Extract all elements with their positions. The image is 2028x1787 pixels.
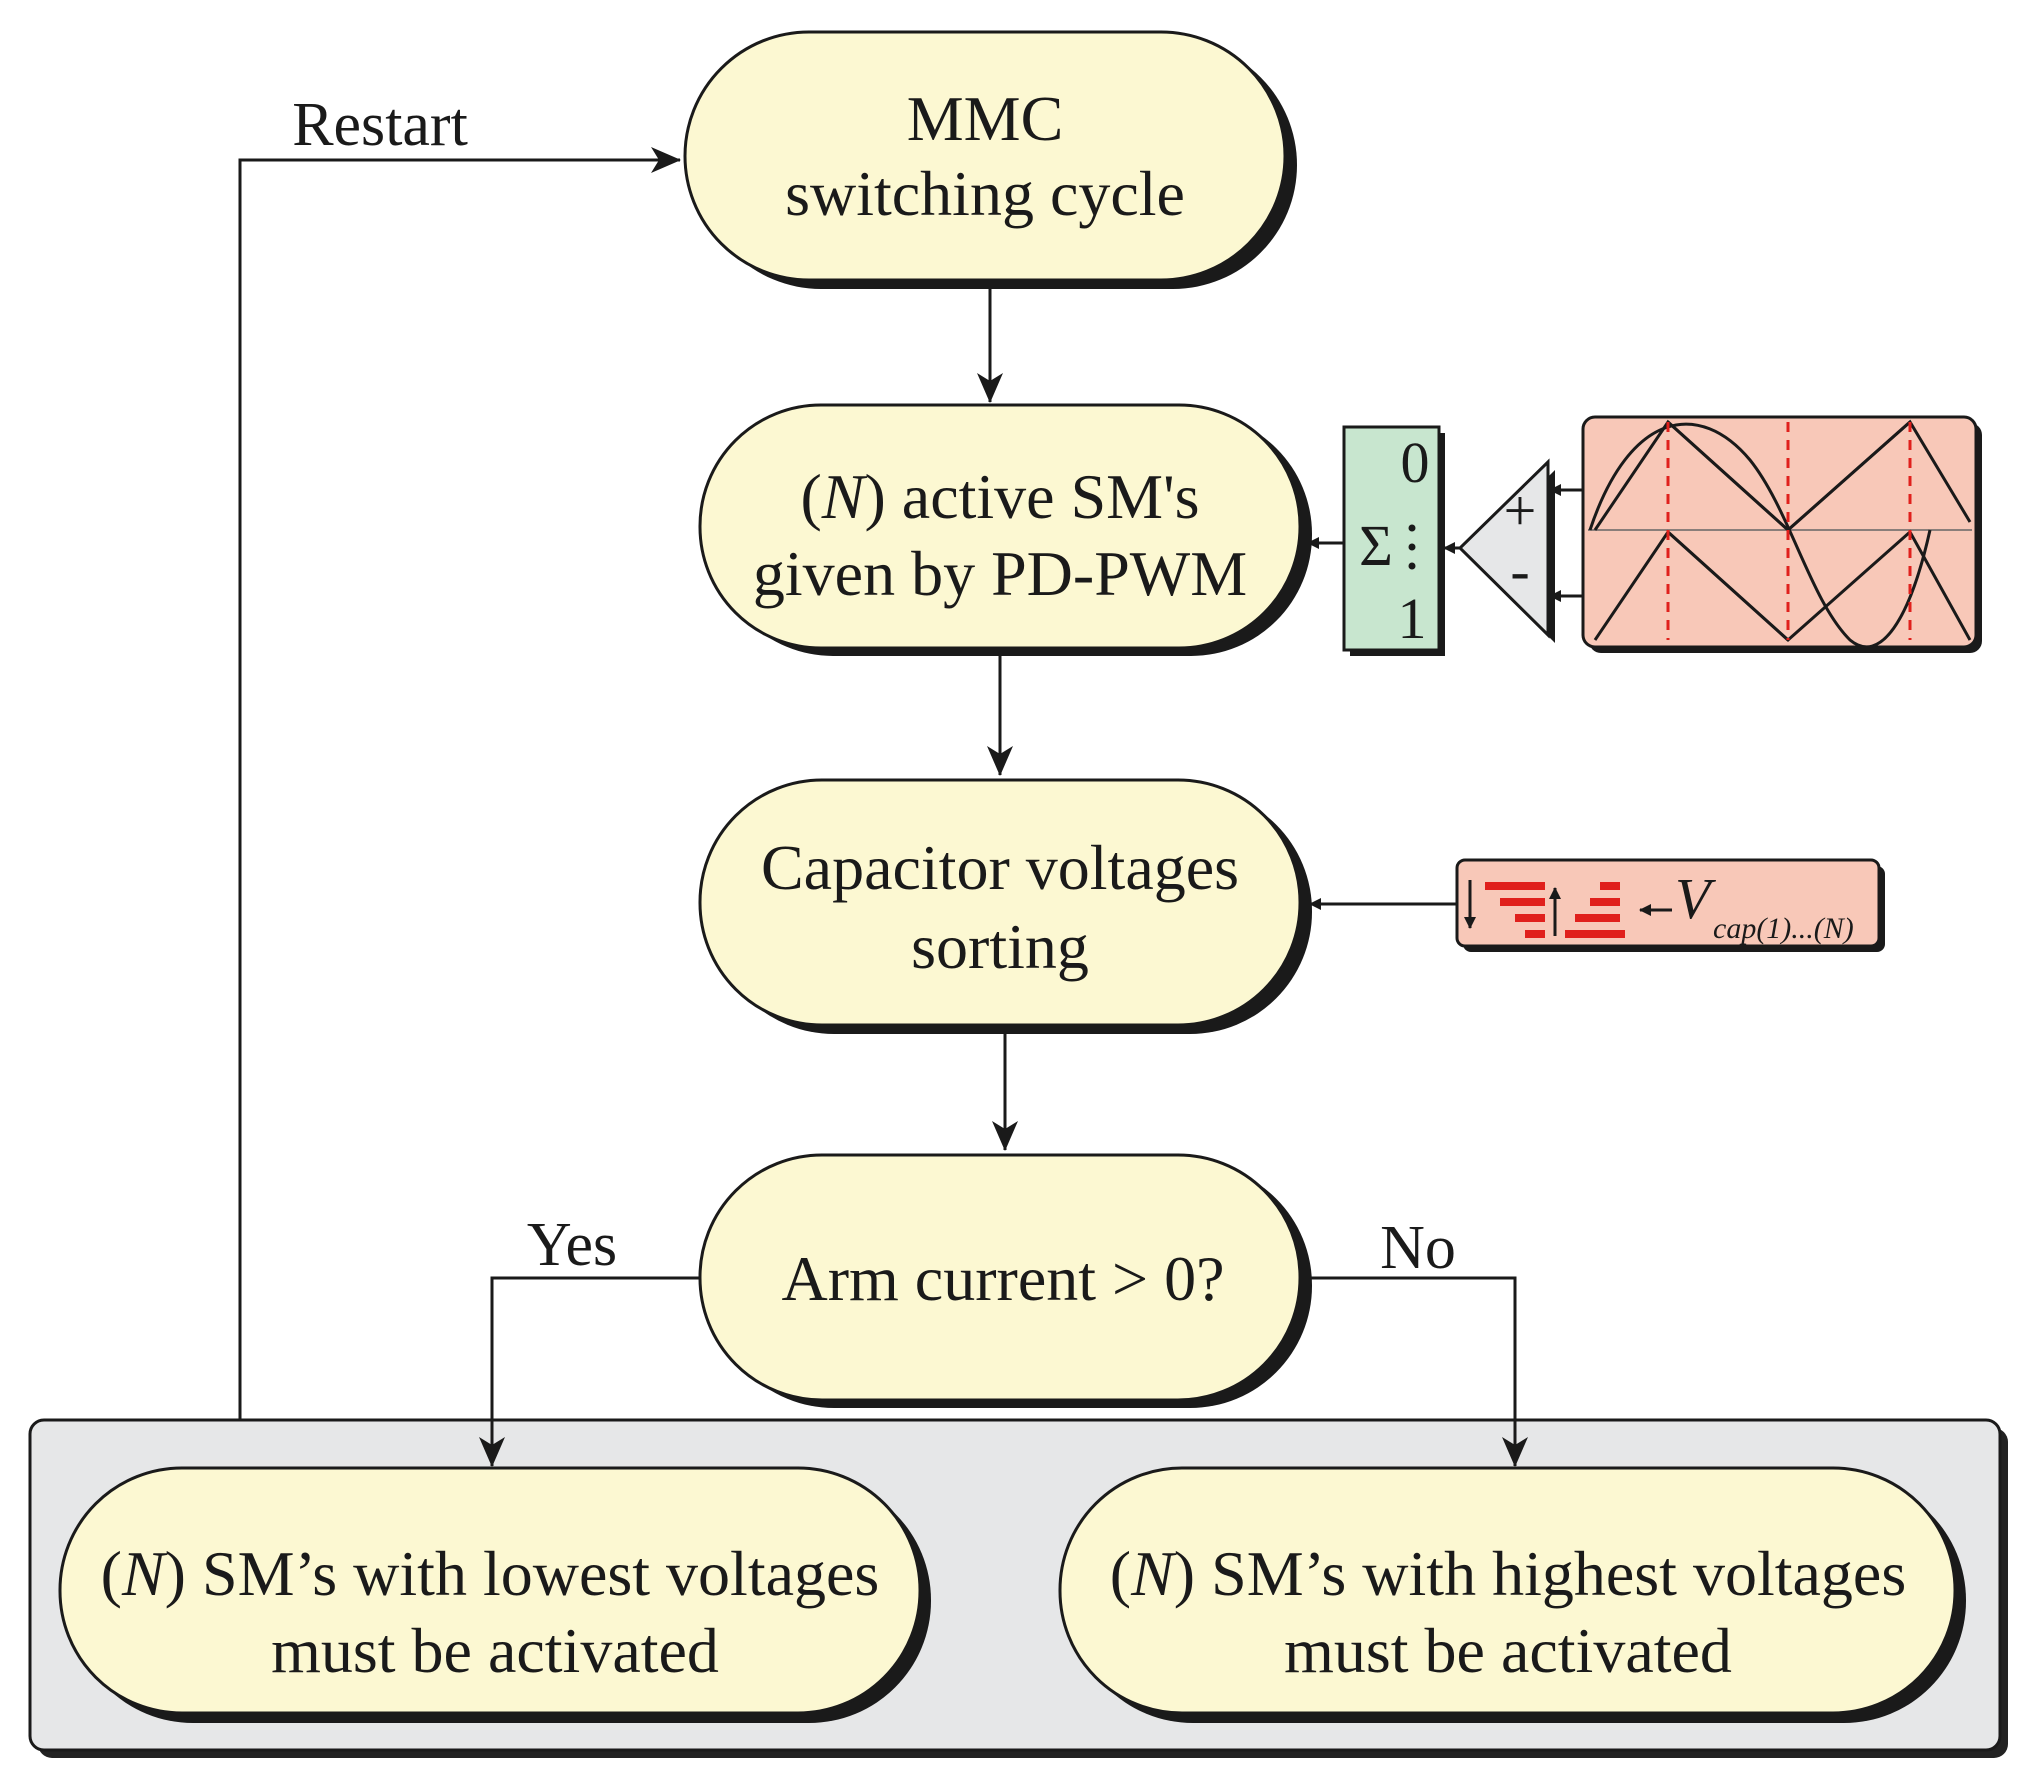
sum-symbol: Σ — [1359, 513, 1393, 578]
node-highest-line1-rest: ) SM’s with highest voltages — [1174, 1538, 1906, 1609]
sort-bar — [1565, 930, 1625, 938]
sort-bar — [1600, 882, 1620, 890]
node-decision-text: Arm current > 0? — [781, 1243, 1224, 1314]
node-start-line1: MMC — [907, 83, 1064, 154]
node-active-line1: (N) active SM's — [800, 461, 1199, 532]
restart-label: Restart — [292, 91, 468, 159]
node-start-line2: switching cycle — [785, 158, 1185, 229]
sort-bar — [1485, 882, 1545, 890]
node-decision: Arm current > 0? — [698, 1153, 1312, 1408]
sorter-panel: V cap(1)...(N) — [1455, 858, 1885, 952]
sort-bar — [1515, 914, 1545, 922]
sum-top-value: 0 — [1401, 430, 1430, 495]
node-highest-line2: must be activated — [1284, 1615, 1732, 1686]
connector-yes — [479, 1276, 700, 1467]
node-highest-n: N — [1130, 1538, 1177, 1609]
node-sorting: Capacitor voltages sorting — [698, 778, 1312, 1034]
sort-bar — [1500, 898, 1545, 906]
node-active-line2: given by PD-PWM — [753, 538, 1247, 609]
connector-no — [1300, 1276, 1528, 1467]
node-highest: (N) SM’s with highest voltages must be a… — [1058, 1466, 1966, 1723]
node-active-n: N — [821, 461, 868, 532]
restart-connector — [238, 147, 681, 1420]
node-lowest-line1: (N) SM’s with lowest voltages — [101, 1538, 880, 1609]
sum-dot — [1408, 524, 1416, 532]
node-sorting-line2: sorting — [911, 911, 1089, 982]
no-label: No — [1380, 1214, 1456, 1282]
sum-dot — [1408, 562, 1416, 570]
vcap-subscript: cap(1)...(N) — [1713, 912, 1854, 945]
node-start: MMC switching cycle — [683, 30, 1297, 289]
comparator-minus: - — [1510, 538, 1529, 603]
sort-bar — [1590, 898, 1620, 906]
carrier-lower-b — [1666, 530, 1790, 642]
sum-dot — [1408, 543, 1416, 551]
comparator: + - — [1457, 458, 1555, 643]
sort-bar — [1575, 914, 1620, 922]
yes-label: Yes — [527, 1211, 617, 1279]
node-lowest-n: N — [121, 1538, 168, 1609]
summation-block: 0 Σ 1 — [1342, 425, 1445, 656]
node-active-line1-rest: ) active SM's — [864, 461, 1199, 532]
node-sorting-line1: Capacitor voltages — [761, 832, 1239, 903]
sort-bar — [1525, 930, 1545, 938]
pwm-waveform-panel — [1581, 415, 1982, 653]
reference-sine — [1588, 422, 1932, 649]
node-lowest-line2: must be activated — [271, 1615, 719, 1686]
comparator-plus: + — [1504, 478, 1537, 543]
sum-bottom-value: 1 — [1398, 586, 1427, 651]
vcap-symbol: V — [1675, 866, 1717, 931]
node-highest-line1: (N) SM’s with highest voltages — [1110, 1538, 1906, 1609]
node-lowest-line1-rest: ) SM’s with lowest voltages — [165, 1538, 880, 1609]
node-lowest: (N) SM’s with lowest voltages must be ac… — [58, 1466, 931, 1723]
node-active: (N) active SM's given by PD-PWM — [698, 403, 1312, 656]
